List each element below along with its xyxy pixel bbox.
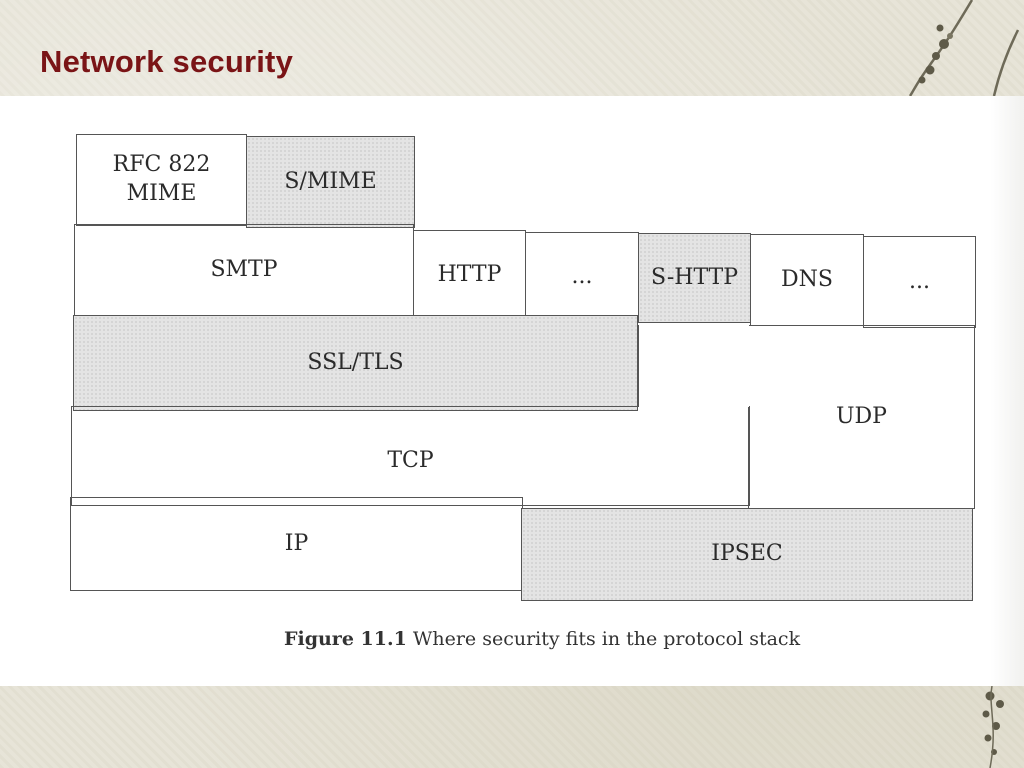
vine-icon-bottom-right [982,686,1004,768]
tcp-box: TCP [71,406,750,506]
smime-box: S/MIME [246,136,415,228]
ipsec-box: IPSEC [521,508,973,601]
slide-title: Network security [40,44,294,79]
figure-caption-label: Figure 11.1 [284,628,407,650]
ip-box: IP [70,497,523,591]
udp-box: UDP [748,325,975,509]
dns-box: DNS [750,234,864,326]
rfc822-mime-box: RFC 822 MIME [76,134,247,226]
figure-caption-text: Where security fits in the protocol stac… [406,628,801,650]
panel-edge-shadow [990,96,1024,686]
ellipsis-box-1: ... [525,232,639,322]
http-box: HTTP [413,230,526,320]
ssl-tls-box: SSL/TLS [73,315,638,411]
shttp-box: S-HTTP [638,233,751,323]
tcp-notch [638,325,749,407]
figure-panel: RFC 822 MIME S/MIME SMTP HTTP ... S-HTTP… [0,96,1024,686]
smtp-box: SMTP [74,224,414,316]
ellipsis-box-2: ... [863,236,976,328]
figure-caption: Figure 11.1 Where security fits in the p… [284,628,800,650]
vine-icon-top-right [908,0,1020,96]
